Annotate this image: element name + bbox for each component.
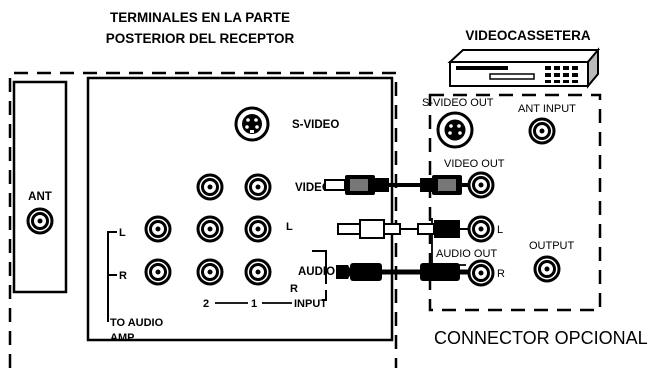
receiver-title-line2: POSTERIOR DEL RECEPTOR bbox=[106, 31, 295, 46]
ant-input-label: ANT INPUT bbox=[518, 103, 576, 115]
vcr-icon bbox=[447, 47, 601, 89]
r-side-label: R bbox=[119, 270, 127, 282]
antenna-panel bbox=[12, 80, 68, 294]
svideo-out-label: S-VIDEO OUT bbox=[422, 97, 494, 109]
vcr-r-label: R bbox=[497, 268, 505, 280]
input-1-label: 1 bbox=[251, 298, 257, 310]
audio-l-cable bbox=[337, 219, 470, 239]
video-in-2-jack bbox=[196, 173, 224, 201]
vcr-boundary bbox=[428, 93, 602, 312]
receiver-boundary bbox=[8, 71, 398, 368]
video-in-1-jack bbox=[244, 173, 272, 201]
audio-label: AUDIO bbox=[298, 266, 335, 278]
output-label: OUTPUT bbox=[529, 240, 575, 252]
amp-out-l-jack bbox=[144, 215, 172, 243]
ant-label: ANT bbox=[28, 191, 52, 203]
input-label: INPUT bbox=[294, 298, 327, 310]
to-audio-line2: AMP bbox=[110, 332, 134, 344]
receiver-title-line1: TERMINALES EN LA PARTE bbox=[110, 10, 290, 25]
video-label: VIDEO bbox=[295, 182, 331, 194]
audio-r-cable bbox=[336, 263, 470, 281]
ant-jack bbox=[26, 207, 54, 235]
to-audio-line1: TO AUDIO bbox=[110, 317, 164, 329]
vcr-title: VIDEOCASSETERA bbox=[465, 28, 591, 43]
video-out-label: VIDEO OUT bbox=[444, 158, 505, 170]
vcr-audio-l-jack bbox=[467, 215, 495, 243]
audio-in-2-l-jack bbox=[196, 215, 224, 243]
vcr-svideo-jack bbox=[436, 111, 474, 149]
amp-out-r-jack bbox=[144, 258, 172, 286]
input-2-label: 2 bbox=[203, 298, 209, 310]
optional-connector-label: CONNECTOR OPCIONAL bbox=[434, 328, 648, 348]
vcr-output-jack bbox=[533, 255, 561, 283]
audio-bracket bbox=[312, 250, 327, 284]
r-label: R bbox=[290, 283, 298, 295]
l-side-label: L bbox=[119, 227, 126, 239]
audio-in-1-r-jack bbox=[244, 258, 272, 286]
svideo-jack bbox=[234, 106, 270, 142]
audio-in-1-l-jack bbox=[244, 215, 272, 243]
vcr-l-label: L bbox=[497, 224, 503, 236]
amp-bracket bbox=[107, 231, 117, 322]
audio-in-2-r-jack bbox=[196, 258, 224, 286]
vcr-audio-r-jack bbox=[467, 259, 495, 287]
video-cable bbox=[324, 175, 470, 195]
vcr-video-out-jack bbox=[467, 171, 495, 199]
audio-out-label: AUDIO OUT bbox=[436, 248, 497, 260]
vcr-ant-input-jack bbox=[528, 117, 556, 145]
svideo-label: S-VIDEO bbox=[292, 119, 339, 131]
l-label: L bbox=[286, 221, 293, 233]
